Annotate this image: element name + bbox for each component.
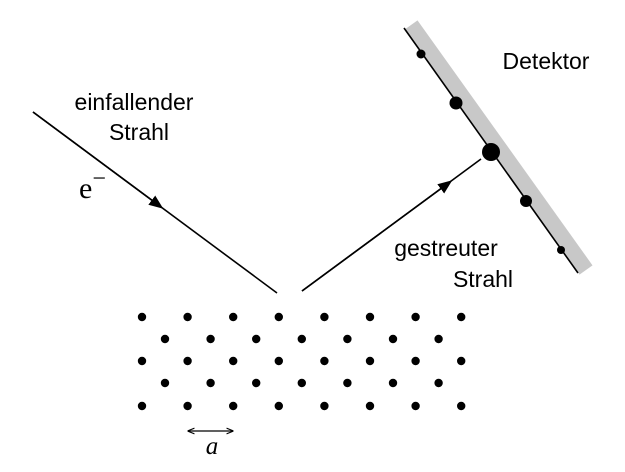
lattice-atom <box>274 312 283 322</box>
detector-hits <box>416 49 565 254</box>
electron-symbol: e <box>79 172 92 205</box>
lattice-atom <box>160 334 170 344</box>
lattice-atom <box>274 356 283 366</box>
lattice-atom <box>365 312 375 322</box>
lattice-atom <box>297 334 306 344</box>
lattice-atom <box>388 334 398 344</box>
lattice-atom <box>137 356 147 366</box>
lattice-atom <box>229 356 238 366</box>
lattice-spacing-label: a <box>206 433 219 460</box>
lattice-atom <box>206 378 215 388</box>
lattice-atom <box>434 378 443 388</box>
lattice-atom <box>457 312 466 322</box>
incident-beam-label-line1: einfallender <box>75 89 194 115</box>
lattice-atom <box>388 378 398 388</box>
lattice-atom <box>274 401 283 411</box>
incident-beam-arrow <box>32 111 164 209</box>
lattice-atom <box>457 356 466 366</box>
lattice-atom <box>411 312 420 322</box>
lattice-atom <box>160 378 170 388</box>
crystal-lattice <box>137 312 466 411</box>
detector-hit <box>520 195 532 207</box>
lattice-atom <box>320 312 329 322</box>
lattice-atom <box>183 356 192 366</box>
lattice-atom <box>320 356 329 366</box>
lattice-atom <box>206 334 215 344</box>
lattice-atom <box>343 378 352 388</box>
lattice-atom <box>365 401 375 411</box>
scattered-beam-arrow <box>301 180 453 292</box>
detector-label: Detektor <box>503 48 590 74</box>
lattice-atom <box>365 356 375 366</box>
lattice-atom <box>457 401 466 411</box>
lattice-atom <box>411 356 420 366</box>
detector-hit <box>449 96 463 110</box>
lattice-atom <box>434 334 443 344</box>
lattice-atom <box>297 378 306 388</box>
detector-hit <box>416 49 426 59</box>
lattice-atom <box>137 312 147 322</box>
lattice-atom <box>183 312 192 322</box>
lattice-atom <box>229 312 238 322</box>
incident-beam-label-line2: Strahl <box>109 119 169 145</box>
lattice-atom <box>252 334 261 344</box>
lattice-atom <box>411 401 420 411</box>
lattice-atom <box>343 334 352 344</box>
scattered-beam-label-line2: Strahl <box>453 266 513 292</box>
detector-hit <box>557 246 565 254</box>
lattice-atom <box>320 401 329 411</box>
lattice-atom <box>229 401 238 411</box>
lattice-atom <box>137 401 147 411</box>
electron-charge: − <box>92 166 106 192</box>
detector-hit <box>482 143 500 161</box>
electron-label: e− <box>79 166 106 205</box>
scattered-beam-label-line1: gestreuter <box>394 235 498 261</box>
lattice-atom <box>183 401 192 411</box>
lattice-atom <box>252 378 261 388</box>
